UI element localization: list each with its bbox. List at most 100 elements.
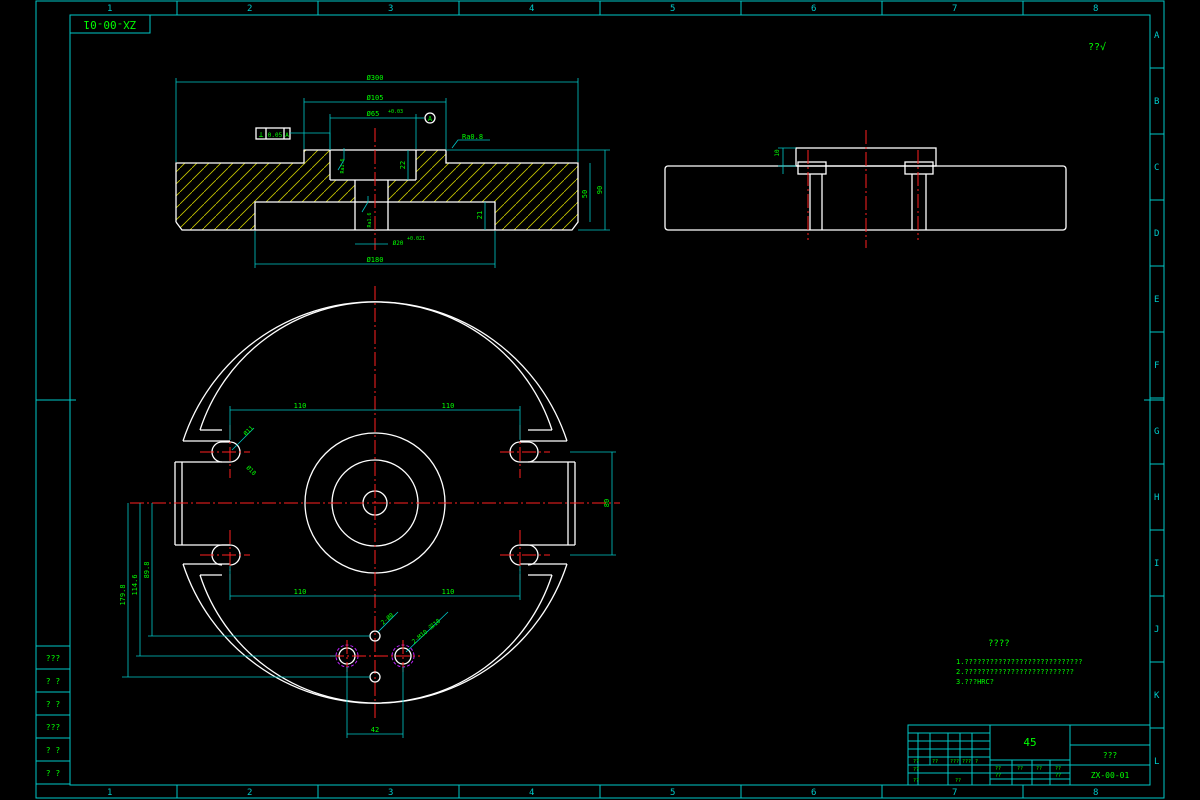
- slot-hole-diameter-2: Ø18: [245, 464, 258, 477]
- holes-note-1: 2-Ø8: [380, 612, 396, 627]
- side-strip-label: ? ?: [46, 677, 61, 686]
- title-cell: ?: [975, 759, 978, 765]
- title-part-name: ???: [1103, 751, 1118, 760]
- perpendicularity-value: 0.05: [268, 132, 283, 139]
- grid-row-label: J: [1154, 625, 1159, 635]
- dim-top-right: 110: [442, 402, 455, 410]
- title-cell: ??: [1017, 766, 1023, 772]
- notes-line-1: 1.????????????????????????????: [956, 658, 1082, 666]
- grid-row-label: H: [1154, 493, 1159, 503]
- title-cell: ??: [955, 778, 961, 784]
- perpendicularity-symbol: ⊥: [259, 130, 264, 139]
- title-cell: ??: [1055, 766, 1061, 772]
- grid-column-label: 5: [670, 4, 675, 14]
- column-labels-top: 1 2 3 4 5 6 7 8: [107, 4, 1098, 14]
- notes-title: ????: [988, 639, 1010, 649]
- grid-column-label: 7: [952, 788, 957, 798]
- dim-hole-spacing: 42: [371, 726, 379, 734]
- grid-column-label: 6: [811, 788, 816, 798]
- row-labels: A B C D E F G H I J K L: [1154, 31, 1160, 767]
- small-bore-tolerance: +0.021: [407, 236, 425, 242]
- title-cell: ??: [932, 759, 938, 765]
- side-strip-label: ???: [46, 723, 61, 732]
- title-material: 45: [1023, 736, 1036, 749]
- grid-row-label: A: [1154, 31, 1160, 41]
- slot-hole-diameter: Ø11: [242, 425, 255, 438]
- grid-row-label: E: [1154, 295, 1159, 305]
- grid-row-label: D: [1154, 229, 1159, 239]
- grid-column-label: 8: [1093, 4, 1098, 14]
- dim-left-1: 179.8: [119, 584, 127, 605]
- perpendicularity-frame: ⊥ 0.05 A: [255, 127, 331, 150]
- grid-column-label: 2: [247, 4, 252, 14]
- grid-row-label: F: [1154, 361, 1159, 371]
- grid-row-label: L: [1154, 757, 1159, 767]
- dim-bottom-right: 110: [442, 588, 455, 596]
- title-cell: ??: [913, 778, 919, 784]
- title-block: 45 ??? ZX-00-01 ?? ?? ??? ??? ? ?? ?? ??…: [907, 724, 1151, 786]
- datum-label: A: [428, 115, 433, 123]
- grid-row-label: K: [1154, 691, 1160, 701]
- grid-column-label: 3: [388, 788, 393, 798]
- side-strip-label: ???: [46, 654, 61, 663]
- grid-column-label: 4: [529, 788, 534, 798]
- title-cell: ???: [950, 759, 959, 765]
- dim-boss-diameter: Ø105: [367, 94, 384, 102]
- title-code: ZX-00-01: [1091, 771, 1130, 780]
- dim-height-50: 50: [581, 190, 589, 198]
- grid-row-label: I: [1154, 559, 1159, 569]
- grid-column-label: 7: [952, 4, 957, 14]
- dim-left-3: 89.8: [143, 562, 151, 579]
- grid-row-label: G: [1154, 427, 1159, 437]
- zone-dividers: [36, 1, 1164, 798]
- side-view: 10: [664, 130, 1067, 248]
- technical-notes: ???? 1.???????????????????????????? 2.??…: [956, 639, 1082, 686]
- sheet-frame: 1 2 3 4 5 6 7 8 1 2 3 4 5 6 7 8 A B C D …: [35, 0, 1165, 799]
- title-cell: ??: [1055, 773, 1061, 779]
- bore-tolerance: +0.03: [388, 109, 403, 115]
- holes-note-2: 2-M10 深18: [410, 617, 442, 646]
- notes-line-2: 2.??????????????????????????: [956, 668, 1074, 676]
- title-cell: ??: [913, 759, 919, 765]
- grid-row-label: C: [1154, 163, 1159, 173]
- dim-bottom-left: 110: [294, 588, 307, 596]
- surface-finish-top: Ra0.8: [462, 133, 483, 141]
- dim-left-2: 114.6: [131, 574, 139, 595]
- side-strip-label: ? ?: [46, 700, 61, 709]
- dim-bore-depth: 22: [399, 161, 407, 169]
- grid-column-label: 1: [107, 788, 112, 798]
- drawing-code: ZX-00-01: [84, 18, 137, 31]
- grid-column-label: 3: [388, 4, 393, 14]
- title-cell: ???: [962, 759, 971, 765]
- plan-view: 110 110 110 110 80 Ø11 Ø18 179.8 114.6 8…: [119, 286, 620, 738]
- drawing-code-box: ZX-00-01: [69, 14, 151, 34]
- general-roughness-mark: ??√: [1088, 41, 1106, 53]
- side-strip-label: ? ?: [46, 746, 61, 755]
- dim-bore-diameter: Ø65: [367, 110, 380, 118]
- grid-column-label: 4: [529, 4, 534, 14]
- title-cell: ??: [995, 773, 1001, 779]
- title-cell: ??: [913, 767, 919, 773]
- grid-row-label: B: [1154, 97, 1159, 107]
- perpendicularity-datum: A: [285, 132, 289, 139]
- dim-overall-diameter: Ø300: [367, 74, 384, 82]
- title-cell: ??: [995, 766, 1001, 772]
- dim-total-height: 90: [596, 186, 604, 194]
- grid-column-label: 6: [811, 4, 816, 14]
- dim-recess-depth: 21: [476, 211, 484, 219]
- dim-small-bore: Ø20: [393, 240, 404, 247]
- side-strip-label: ? ?: [46, 769, 61, 778]
- surface-finish-left: Ra1.6: [340, 158, 346, 173]
- dim-recess-diameter: Ø180: [367, 256, 384, 264]
- grid-column-label: 2: [247, 788, 252, 798]
- dim-top-left: 110: [294, 402, 307, 410]
- column-labels-bottom: 1 2 3 4 5 6 7 8: [107, 788, 1098, 798]
- grid-column-label: 8: [1093, 788, 1098, 798]
- section-view: Ø300 Ø105 Ø65 +0.03 A Ra0.8 ⊥ 0.05 A 22 …: [175, 74, 610, 268]
- surface-finish-small: Ra1.6: [367, 212, 373, 227]
- side-strip: ??? ? ? ? ? ??? ? ? ? ?: [35, 645, 71, 785]
- dim-slot-width: 80: [603, 499, 611, 507]
- grid-column-label: 5: [670, 788, 675, 798]
- grid-column-label: 1: [107, 4, 112, 14]
